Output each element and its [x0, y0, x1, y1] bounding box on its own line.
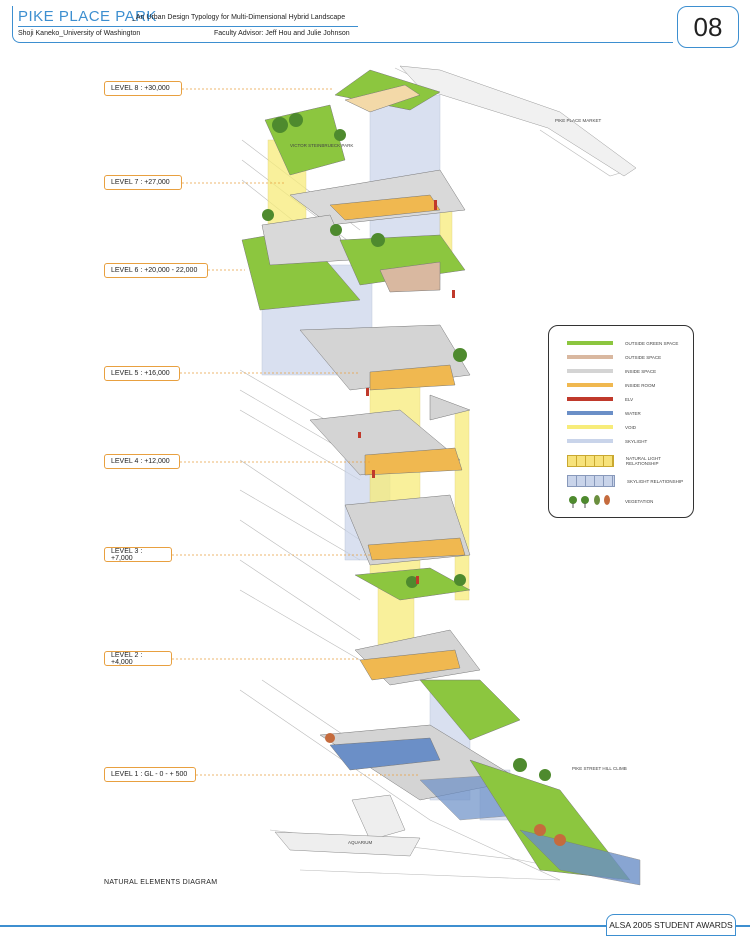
- legend-item: VOID: [567, 422, 636, 432]
- page-number-badge: 08: [677, 6, 739, 48]
- legend-item: INSIDE ROOM: [567, 380, 655, 390]
- aquarium-label: AQUARIUM: [348, 840, 373, 845]
- legend-item: OUTSIDE SPACE: [567, 352, 661, 362]
- legend-item: WATER: [567, 408, 641, 418]
- aquarium-buildings: [274, 794, 421, 857]
- level-6-tag: LEVEL 6 : +20,000 - 22,000: [104, 263, 208, 278]
- level-5-tag: LEVEL 5 : +16,000: [104, 366, 180, 381]
- vegetation-icon: [569, 495, 610, 508]
- author-credit: Shoji Kaneko_University of Washington: [18, 30, 141, 37]
- legend-item: ELV: [567, 394, 633, 404]
- page-subtitle: _An Urban Design Typology for Multi-Dime…: [132, 14, 346, 21]
- footer-badge: ALSA 2005 STUDENT AWARDS: [606, 914, 736, 936]
- pike-street-hill-climb-label: PIKE STREET HILL CLIMB: [572, 766, 627, 771]
- footer-rule: [0, 925, 750, 927]
- level-slabs: [241, 69, 641, 886]
- legend-item: NATURAL LIGHT RELATIONSHIP: [567, 455, 693, 467]
- legend-item: VEGETATION: [567, 494, 653, 508]
- elevator-markers: [358, 200, 455, 584]
- legend-item: SKYLIGHT: [567, 436, 647, 446]
- page-title: PIKE PLACE PARK: [18, 8, 157, 25]
- pike-place-market-street: [399, 65, 637, 177]
- level-3-tag: LEVEL 3 : +7,000: [104, 547, 172, 562]
- level-7-tag: LEVEL 7 : +27,000: [104, 175, 182, 190]
- legend-item: INSIDE SPACE: [567, 366, 656, 376]
- level-8-tag: LEVEL 8 : +30,000: [104, 81, 182, 96]
- pike-place-market-label: PIKE PLACE MARKET: [555, 118, 602, 123]
- legend: OUTSIDE GREEN SPACE OUTSIDE SPACE INSIDE…: [548, 325, 694, 518]
- level-1-tag: LEVEL 1 : GL - 0 - + 500: [104, 767, 196, 782]
- vegetation: [262, 113, 566, 846]
- advisor-credit: Faculty Advisor: Jeff Hou and Julie John…: [214, 30, 350, 37]
- level-4-tag: LEVEL 4 : +12,000: [104, 454, 180, 469]
- title-underline: [18, 26, 358, 27]
- legend-item: SKYLIGHT RELATIONSHIP: [567, 475, 683, 487]
- victor-steinbrueck-park-label: VICTOR STEINBRUECK PARK: [290, 143, 354, 148]
- level-2-tag: LEVEL 2 : +4,000: [104, 651, 172, 666]
- legend-item: OUTSIDE GREEN SPACE: [567, 338, 678, 348]
- title-frame: [12, 6, 673, 43]
- diagram-title: NATURAL ELEMENTS DIAGRAM: [104, 879, 218, 886]
